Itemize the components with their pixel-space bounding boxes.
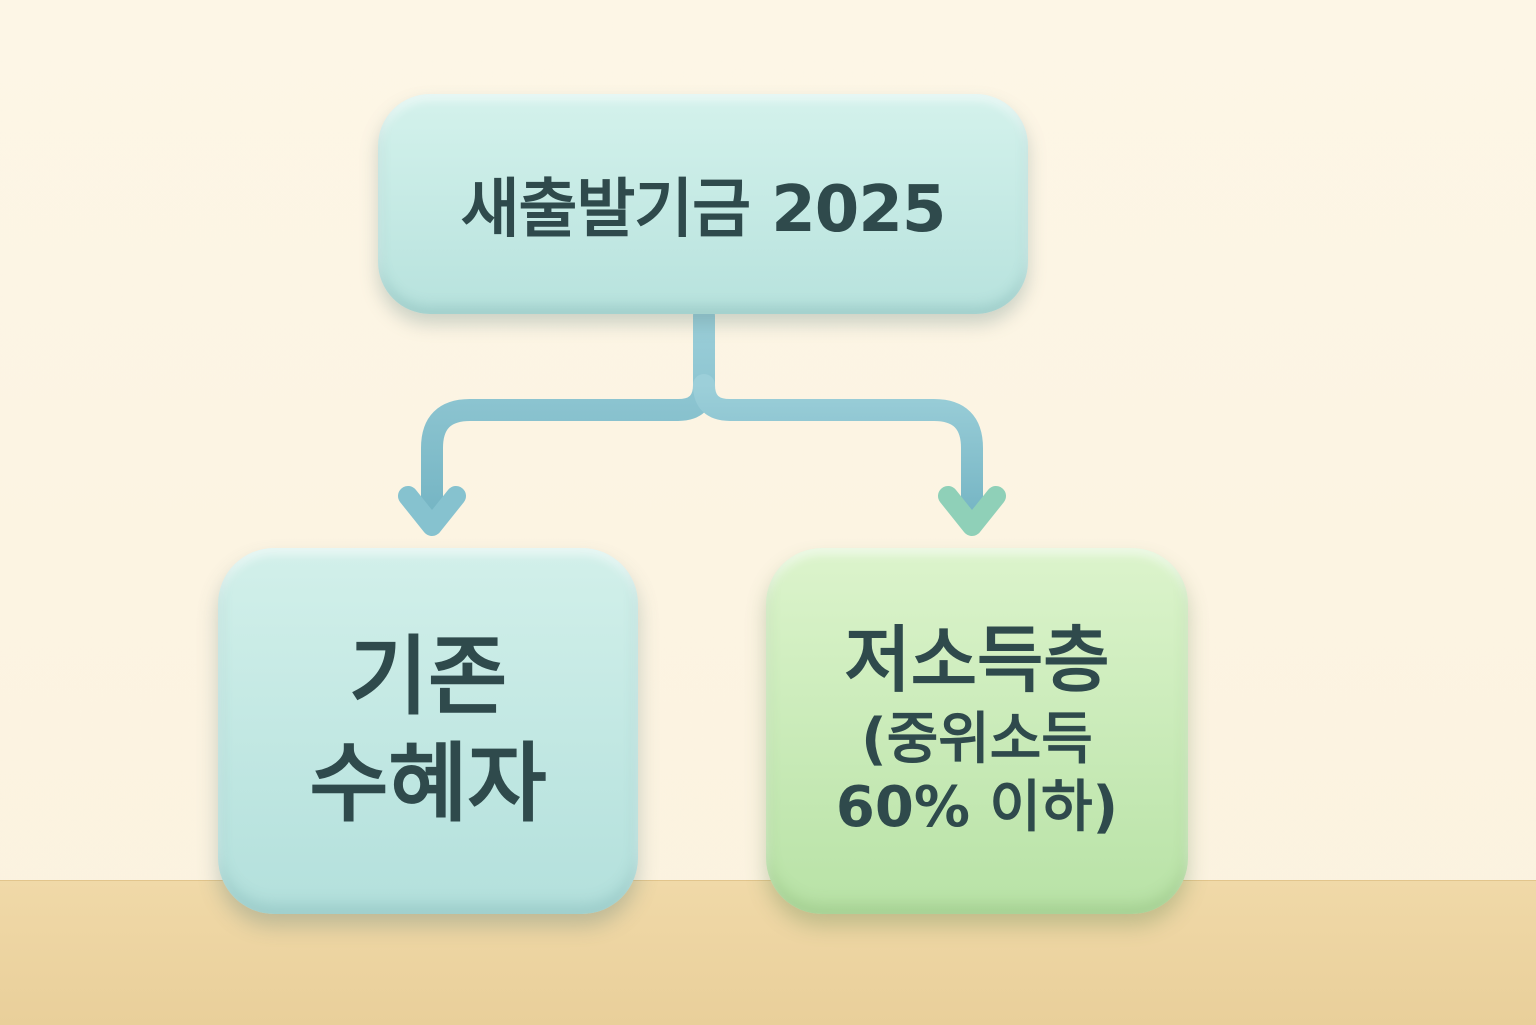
existing-beneficiaries-node: 기존 수혜자 xyxy=(218,548,638,914)
root-label: 새출발기금 2025 xyxy=(460,173,947,247)
root-node: 새출발기금 2025 xyxy=(378,94,1028,314)
node-subtitle-line-1: (중위소득 xyxy=(861,707,1093,773)
node-label-line-1: 기존 xyxy=(348,626,508,727)
arrow-down-left-icon xyxy=(398,486,466,536)
low-income-node: 저소득층 (중위소득 60% 이하) xyxy=(766,548,1188,914)
node-title: 저소득층 xyxy=(844,618,1110,703)
arrow-down-right-icon xyxy=(938,486,1006,536)
node-subtitle-line-2: 60% 이하) xyxy=(835,774,1119,840)
node-label-line-2: 수혜자 xyxy=(309,734,547,834)
